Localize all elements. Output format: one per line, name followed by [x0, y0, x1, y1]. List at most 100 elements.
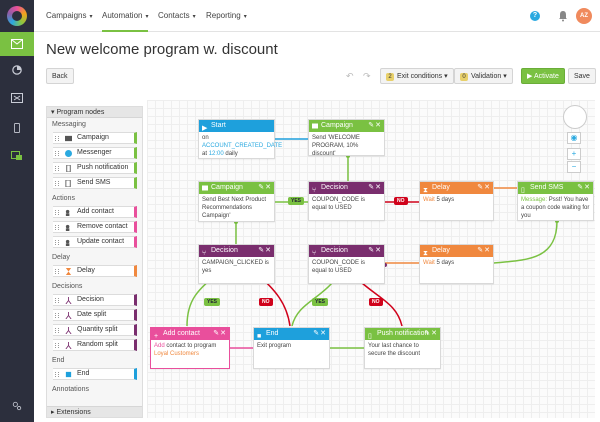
pie-chart-icon[interactable]	[0, 58, 34, 82]
node-text: Wait	[423, 197, 435, 203]
node-campaign[interactable]: Campaign	[53, 132, 137, 144]
node-end[interactable]: End	[53, 368, 137, 380]
node-add-contact[interactable]: Add contact	[53, 206, 137, 218]
node-text: Send	[312, 135, 327, 141]
node-title: End	[266, 330, 279, 337]
edit-close-icons[interactable]: ✎✕	[477, 247, 491, 254]
node-label: Random split	[77, 341, 118, 348]
fit-view-icon[interactable]: ◉	[567, 132, 581, 144]
node-title: Campaign	[211, 184, 243, 191]
automation-icon[interactable]	[0, 144, 34, 168]
edit-close-icons[interactable]: ✎✕	[368, 122, 382, 129]
decision-node[interactable]: ⑂Decision✎✕ COUPON_CODE is equal to USED	[308, 181, 385, 221]
node-body: Exit program	[257, 343, 292, 349]
settings-icon[interactable]	[0, 394, 34, 418]
edit-close-icons[interactable]: ✎✕	[424, 330, 438, 337]
node-title: Decision	[321, 247, 348, 254]
tab-contacts[interactable]: Contacts▾	[158, 0, 196, 32]
connector	[493, 220, 558, 264]
redo-icon[interactable]: ↷	[363, 71, 371, 81]
delay-node[interactable]: ⧗Delay✎✕ Wait 5 days	[419, 244, 494, 284]
node-messenger[interactable]: Messenger	[53, 147, 137, 159]
tab-label: Automation	[102, 11, 143, 20]
tab-automation[interactable]: Automation▾	[102, 0, 149, 32]
pan-control[interactable]	[563, 105, 587, 129]
push-notification-node[interactable]: ▯Push notification✎✕ Your last chance to…	[364, 327, 441, 369]
node-label: Decision	[77, 296, 104, 303]
tab-reporting[interactable]: Reporting▾	[206, 0, 247, 32]
add-user-icon	[65, 209, 70, 216]
email-icon[interactable]	[0, 32, 34, 56]
node-label: Add contact	[77, 208, 114, 215]
exit-conditions-label: Exit conditions	[397, 73, 443, 80]
app-logo[interactable]	[7, 6, 27, 26]
mobile-icon[interactable]	[0, 116, 34, 140]
program-nodes-panel: ▾ Program nodes Messaging Campaign Messe…	[46, 106, 143, 418]
zoom-out-button[interactable]: −	[567, 161, 581, 173]
send-sms-node[interactable]: ▯Send SMS✎✕ Message: Psst! You have a co…	[517, 181, 594, 221]
node-body: Send 'WELCOME PROGRAM, 10% discount'	[309, 132, 384, 160]
edit-close-icons[interactable]: ✎✕	[577, 184, 591, 191]
drag-handle-icon	[55, 328, 59, 333]
node-title: Decision	[321, 184, 348, 191]
node-header: ▯Push notification✎✕	[365, 328, 440, 340]
edit-close-icons[interactable]: ✎✕	[258, 247, 272, 254]
messenger-icon	[65, 150, 72, 157]
panel-header[interactable]: ▾ Program nodes	[47, 107, 142, 118]
campaign-node[interactable]: Campaign✎✕ Send Best Next Product Recomm…	[198, 181, 275, 222]
mobile-icon	[66, 165, 71, 172]
zoom-in-button[interactable]: +	[567, 148, 581, 160]
node-title: Start	[211, 122, 226, 129]
connector	[291, 282, 333, 327]
exit-count-badge: 2	[386, 73, 394, 81]
avatar[interactable]: AZ	[576, 8, 592, 24]
node-date-split[interactable]: Date split	[53, 309, 137, 321]
help-icon[interactable]: ?	[530, 11, 540, 21]
node-body: Your last chance to secure the discount	[368, 343, 421, 357]
edit-close-icons[interactable]: ✎✕	[477, 184, 491, 191]
edit-close-icons[interactable]: ✎✕	[258, 184, 272, 191]
drag-handle-icon	[55, 269, 59, 274]
group-label: End	[52, 357, 65, 364]
node-update-contact[interactable]: Update contact	[53, 236, 137, 248]
add-contact-node[interactable]: +Add contact✎✕ Add contact to program Lo…	[150, 327, 230, 369]
undo-icon[interactable]: ↶	[346, 71, 354, 81]
node-random-split[interactable]: Random split	[53, 339, 137, 351]
edit-close-icons[interactable]: ✎✕	[368, 184, 382, 191]
delay-node[interactable]: ⧗Delay✎✕ Wait 5 days	[419, 181, 494, 221]
forms-icon[interactable]	[0, 86, 34, 110]
activate-button[interactable]: ▶ Activate	[521, 68, 565, 84]
back-button[interactable]: Back	[46, 68, 74, 84]
node-send-sms[interactable]: Send SMS	[53, 177, 137, 189]
group-label: Annotations	[52, 386, 89, 393]
save-button[interactable]: Save	[568, 68, 596, 84]
node-label: Campaign	[77, 134, 109, 141]
node-delay[interactable]: Delay	[53, 265, 137, 277]
edit-close-icons[interactable]: ✎✕	[368, 247, 382, 254]
node-remove-contact[interactable]: Remove contact	[53, 221, 137, 233]
email-icon	[312, 123, 318, 129]
edit-close-icons[interactable]: ✎✕	[213, 330, 227, 337]
drag-handle-icon	[55, 136, 59, 141]
node-value: 'WELCOME PROGRAM, 10% discount'	[312, 135, 360, 157]
tab-campaigns[interactable]: Campaigns▾	[46, 0, 92, 32]
end-node[interactable]: ■End✎✕ Exit program	[253, 327, 330, 369]
decision-node[interactable]: ⑂Decision✎✕ COUPON_CODE is equal to USED	[308, 244, 385, 284]
node-decision[interactable]: Decision	[53, 294, 137, 306]
node-push-notification[interactable]: Push notification	[53, 162, 137, 174]
edit-close-icons[interactable]: ✎✕	[313, 330, 327, 337]
node-header: ⑂Decision✎✕	[199, 245, 274, 257]
activate-label: Activate	[533, 73, 559, 80]
extensions-header[interactable]: ▸ Extensions	[47, 406, 142, 417]
bell-icon[interactable]	[558, 10, 568, 22]
play-icon: ▶	[527, 73, 534, 80]
validation-label: Validation	[471, 73, 502, 80]
campaign-node[interactable]: Campaign✎✕ Send 'WELCOME PROGRAM, 10% di…	[308, 119, 385, 157]
decision-node[interactable]: ⑂Decision✎✕ CAMPAIGN_CLICKED is yes	[198, 244, 275, 284]
node-value: 5 days	[436, 260, 455, 266]
node-quantity-split[interactable]: Quantity split	[53, 324, 137, 336]
